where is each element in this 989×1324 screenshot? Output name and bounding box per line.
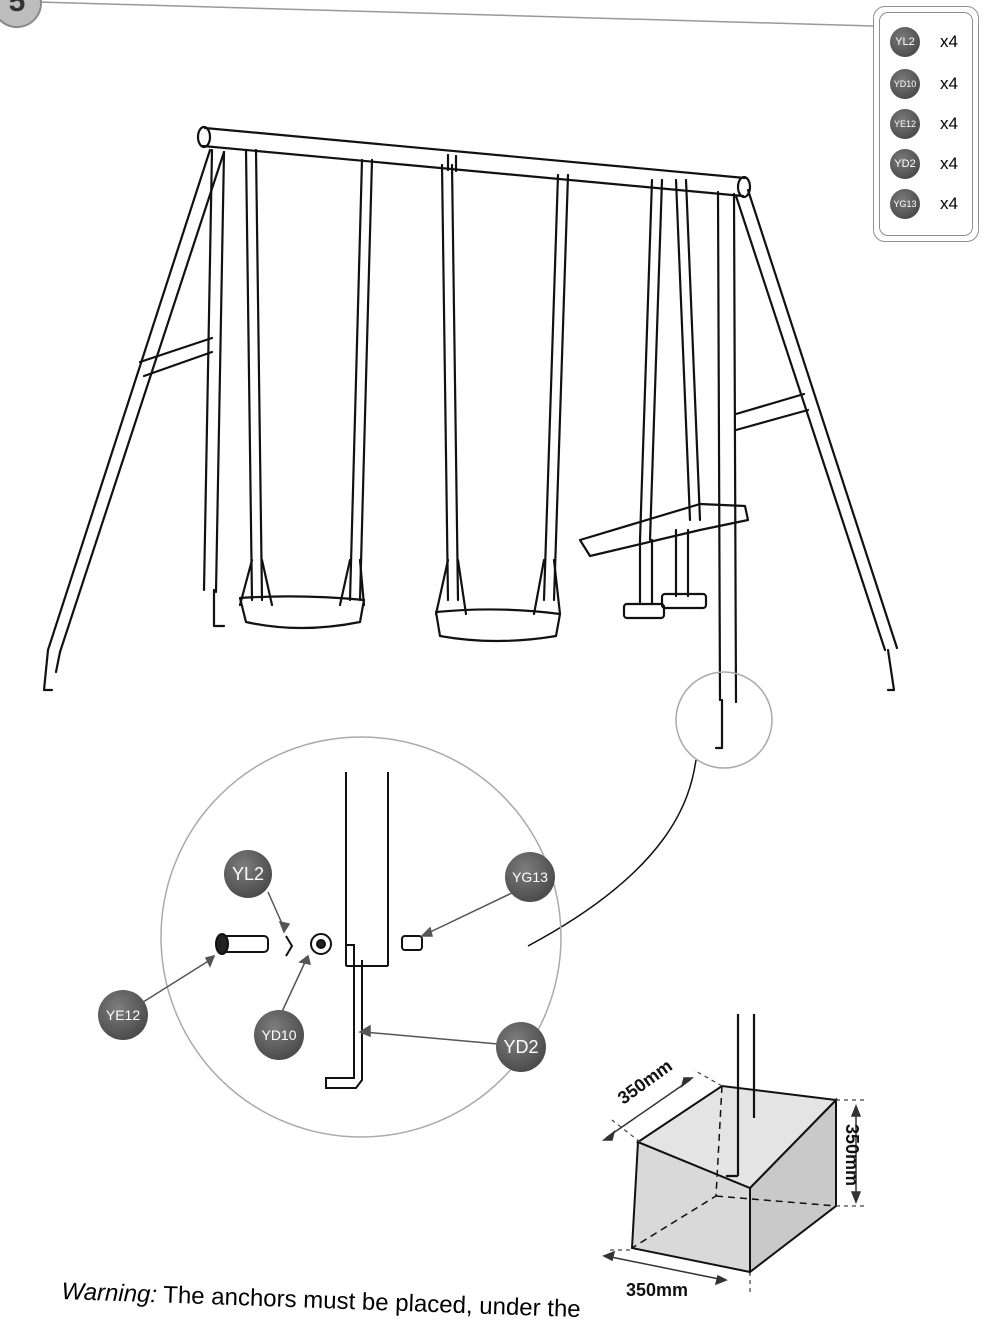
detail-lock-washer-yl2	[285, 935, 294, 957]
glider-arm-left	[638, 178, 664, 542]
callout-yl2: YL2	[224, 850, 272, 898]
warning-label: Warning:	[61, 1278, 158, 1309]
swing1-rope-left	[244, 148, 264, 602]
callout-yd2: YD2	[496, 1022, 546, 1072]
parts-list-inner-border	[879, 12, 973, 236]
part-row-yd10: YD10 x4	[882, 69, 972, 99]
part-quantity: x4	[940, 114, 958, 133]
callout-yd10: YD10	[254, 1010, 304, 1060]
detail-washer-yd10	[310, 933, 332, 955]
part-quantity: x4	[940, 74, 958, 93]
glider-bar	[578, 502, 750, 558]
callout-yg13: YG13	[505, 852, 555, 902]
step-number-badge: 5	[0, 0, 42, 28]
callout-ye12: YE12	[98, 990, 148, 1040]
beam-end-right	[736, 175, 752, 199]
callout-arrows	[139, 891, 515, 1045]
left-front-leg	[46, 148, 226, 654]
right-front-leg	[716, 190, 738, 704]
part-row-yl2: YL2 x4	[882, 27, 972, 57]
header-rule	[37, 1, 874, 27]
swing1-seat	[238, 595, 366, 630]
glider-foot-right	[660, 592, 708, 610]
beam-end-left	[196, 125, 212, 149]
right-brace	[734, 392, 810, 432]
part-row-yg13: YG13 x4	[882, 189, 972, 219]
detail-parts	[215, 772, 423, 1089]
glider-foot-left	[622, 602, 666, 620]
right-back-leg	[734, 188, 899, 652]
part-code-badge: YL2	[890, 27, 920, 57]
part-code-badge: YG13	[890, 189, 920, 219]
part-code-badge: YD10	[890, 69, 920, 99]
part-code-badge: YD2	[890, 149, 920, 179]
zoom-detail-circle	[160, 736, 562, 1138]
zoom-source-circle	[675, 671, 773, 769]
swing2-rope-right	[542, 173, 570, 602]
dimension-height-label: 350mm	[842, 1124, 862, 1187]
swing2-seat	[434, 608, 562, 643]
detail-nut-yg13	[401, 935, 423, 951]
part-code-badge: YE12	[890, 109, 920, 139]
detail-anchor-yd2	[325, 944, 363, 1089]
part-row-ye12: YE12 x4	[882, 109, 972, 139]
parts-list-box: YL2 x4 YD10 x4 YE12 x4 YD2 x4 YG13 x4	[873, 6, 979, 242]
left-back-leg	[202, 148, 226, 594]
dimension-depth-label: 350mm	[626, 1280, 689, 1300]
part-row-yd2: YD2 x4	[882, 149, 972, 179]
swing-frame	[42, 125, 899, 750]
swing2-rope-left	[440, 163, 460, 602]
part-quantity: x4	[940, 194, 958, 213]
detail-leg-tube	[345, 772, 389, 967]
part-quantity: x4	[940, 32, 958, 51]
concrete-footing	[610, 1014, 866, 1296]
top-beam	[201, 126, 747, 198]
part-quantity: x4	[940, 154, 958, 173]
dimension-arrows	[601, 1077, 862, 1286]
glider-arm-right	[674, 178, 702, 522]
swing1-rope-right	[348, 158, 374, 602]
left-brace	[138, 336, 214, 378]
zoom-connector	[527, 759, 697, 947]
